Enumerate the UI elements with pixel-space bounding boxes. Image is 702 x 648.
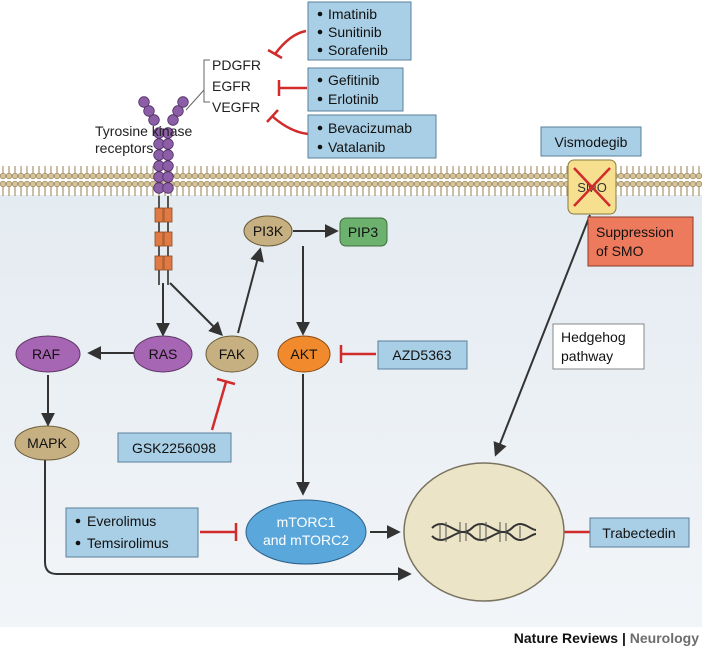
- receptor-bead: [162, 149, 174, 161]
- drug-everolimus: Everolimus: [87, 513, 156, 529]
- node-mapk: [14, 425, 80, 461]
- arrow-receptor-fak: [169, 282, 223, 336]
- node-pip3-label: PIP3: [348, 224, 379, 240]
- node-mtorc-label-line1: mTORC1: [277, 514, 336, 530]
- hedgehog-line2: pathway: [561, 348, 613, 364]
- node-raf: [15, 335, 81, 373]
- node-akt-label: AKT: [290, 346, 318, 362]
- node-mtorc: [245, 499, 367, 565]
- suppression-box: [587, 216, 694, 267]
- drug-temsirolimus: Temsirolimus: [87, 535, 169, 551]
- azd5363-box: [377, 340, 468, 370]
- drug-erlotinib: Erlotinib: [328, 91, 379, 107]
- receptor-caption-line1: Tyrosine kinase: [95, 123, 192, 139]
- vegfr-drug-box: [307, 114, 437, 159]
- node-fak-label: FAK: [219, 346, 246, 362]
- smo-crossed-out-icon: [573, 167, 611, 207]
- node-raf-label: RAF: [32, 346, 60, 362]
- pdgfr-drug-box: [307, 1, 412, 61]
- vismodegib-box: [540, 126, 642, 157]
- suppression-line2: of SMO: [596, 243, 644, 259]
- drug-trabectedin: Trabectedin: [602, 525, 675, 541]
- trabectedin-box: [589, 517, 690, 548]
- drug-gsk2256098: GSK2256098: [132, 440, 216, 456]
- drug-imatinib: Imatinib: [328, 6, 377, 22]
- arrow-fak-pi3k: [237, 247, 264, 334]
- receptor-bead: [138, 96, 150, 108]
- receptor-bead: [162, 138, 174, 150]
- dna-icon: [431, 522, 537, 542]
- node-mapk-label: MAPK: [27, 435, 67, 451]
- label-vegfr: VEGFR: [212, 99, 260, 115]
- node-pi3k: [243, 215, 293, 247]
- hedgehog-box: [552, 323, 645, 370]
- arrow-mapk-nucleus: [44, 459, 412, 581]
- gsk2256098-box: [117, 432, 232, 463]
- drug-sorafenib: Sorafenib: [328, 42, 388, 58]
- journal-credit: Nature Reviews | Neurology: [514, 630, 699, 646]
- drug-gefitinib: Gefitinib: [328, 72, 380, 88]
- drug-sunitinib: Sunitinib: [328, 24, 382, 40]
- receptor-caption-line2: receptors: [95, 140, 153, 156]
- drug-bevacizumab: Bevacizumab: [328, 120, 412, 136]
- node-fak: [205, 335, 259, 373]
- drug-azd5363: AZD5363: [392, 347, 451, 363]
- arrow-smo-nucleus: [493, 214, 591, 457]
- receptor-bead: [172, 105, 184, 117]
- hedgehog-line1: Hedgehog: [561, 329, 626, 345]
- egfr-drug-box: [307, 67, 404, 112]
- mtor-drug-box: [65, 507, 199, 558]
- receptor-bead: [162, 160, 174, 172]
- node-pi3k-label: PI3K: [253, 223, 284, 239]
- node-pip3: [339, 217, 388, 247]
- credit-journal: Nature Reviews: [514, 630, 618, 646]
- tyrosine-kinase-receptor: [138, 96, 189, 285]
- receptor-bead: [162, 127, 174, 139]
- node-akt: [277, 335, 331, 373]
- nucleus: [403, 462, 565, 602]
- receptor-bead: [177, 96, 189, 108]
- receptor-bead: [162, 182, 174, 194]
- credit-separator: |: [622, 630, 626, 646]
- receptor-bead: [167, 114, 179, 126]
- receptor-bead: [148, 114, 160, 126]
- credit-section: Neurology: [630, 630, 699, 646]
- receptor-bead: [162, 171, 174, 183]
- label-egfr: EGFR: [212, 78, 251, 94]
- suppression-line1: Suppression: [596, 224, 674, 240]
- node-ras-label: RAS: [149, 346, 178, 362]
- drug-vismodegib: Vismodegib: [555, 134, 628, 150]
- node-mtorc-label-line2: and mTORC2: [263, 532, 349, 548]
- node-ras: [133, 335, 193, 373]
- receptor-bead: [143, 105, 155, 117]
- drug-vatalanib: Vatalanib: [328, 139, 386, 155]
- label-pdgfr: PDGFR: [212, 57, 261, 73]
